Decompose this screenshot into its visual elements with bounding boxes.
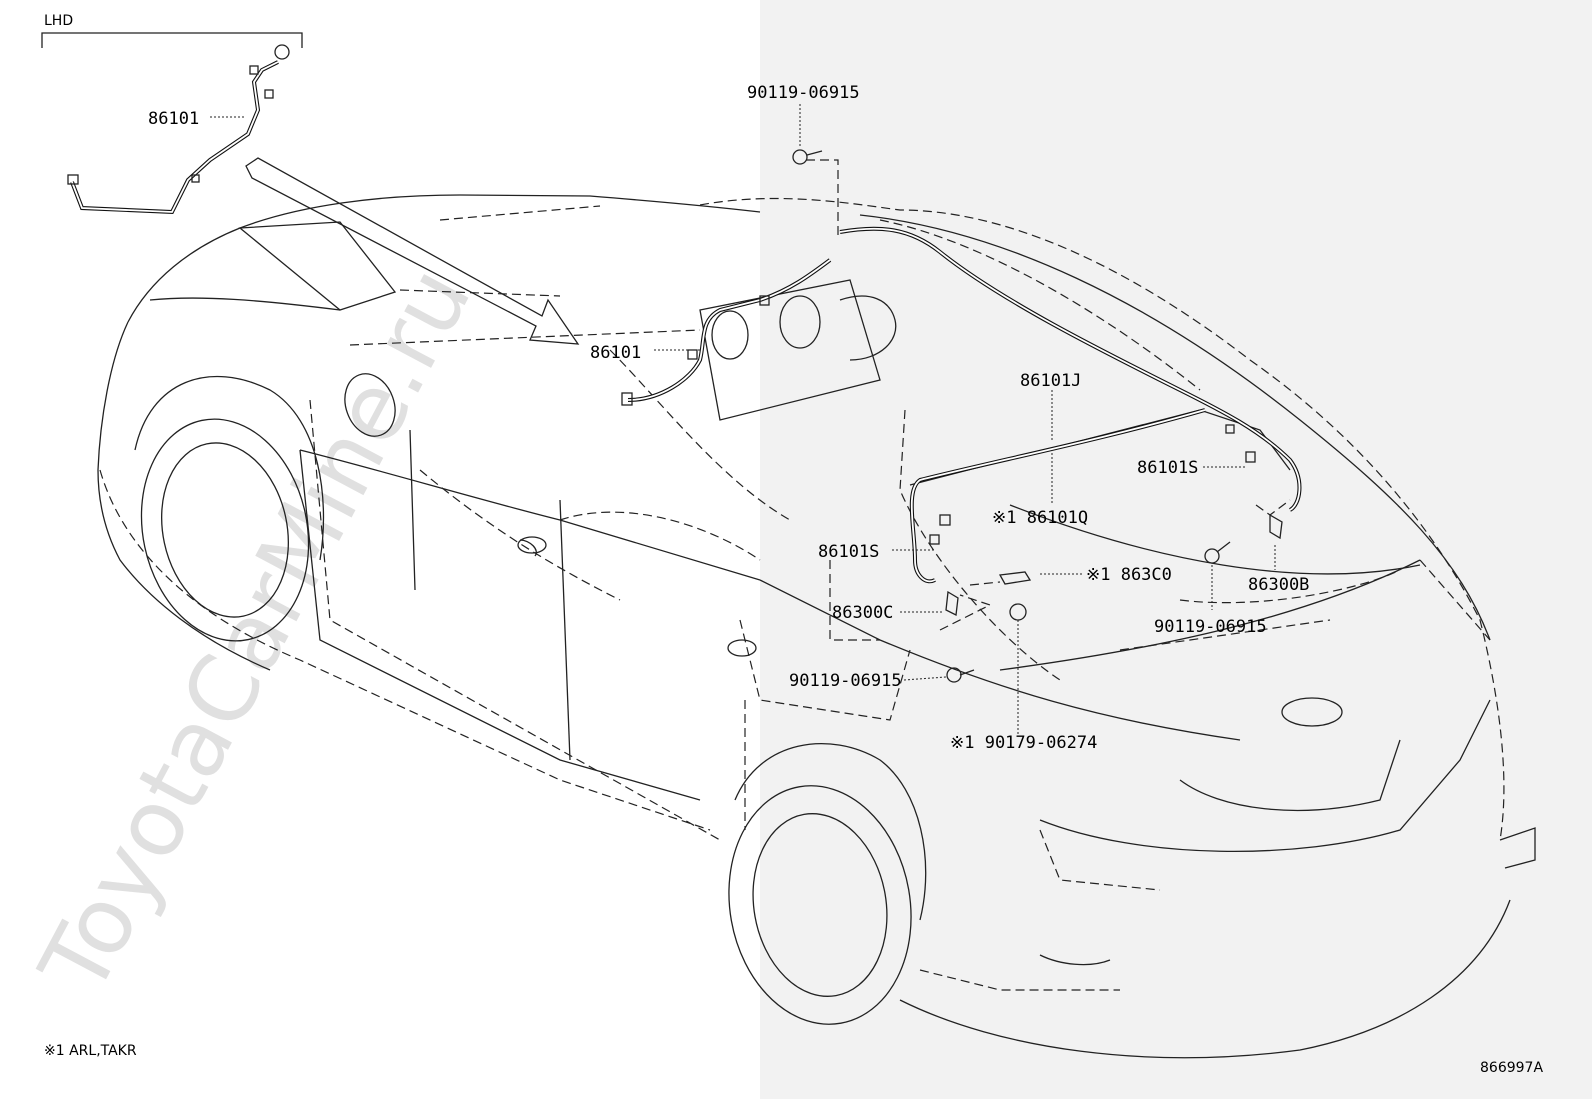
callout-90119-06915-top: 90119-06915 xyxy=(747,83,860,103)
leader-lines xyxy=(210,104,1276,735)
callout-86101-dash: 86101 xyxy=(590,343,641,363)
bolt-90119-lower xyxy=(946,667,975,683)
footnote: ※1 ARL,TAKR xyxy=(44,1043,137,1059)
bolt-90119-right xyxy=(1204,541,1231,564)
callout-90119-06915-right: 90119-06915 xyxy=(1154,617,1267,637)
lhd-label: LHD xyxy=(44,13,73,29)
callout-90179-06274: ※1 90179-06274 xyxy=(950,733,1097,753)
clip-90179 xyxy=(1009,603,1027,621)
inset-harness xyxy=(67,44,290,215)
callout-86101-inset: 86101 xyxy=(148,109,199,129)
main-harness-86101 xyxy=(621,258,832,406)
callout-86101j: 86101J xyxy=(1020,371,1081,391)
pointer-arrow xyxy=(245,157,580,345)
callout-863c0: ※1 863C0 xyxy=(1086,565,1172,585)
bracket-86300b xyxy=(1255,499,1291,540)
lhd-inset-bracket xyxy=(41,32,303,48)
connector-863c0 xyxy=(969,571,1032,586)
callout-86101s-left: 86101S xyxy=(818,542,879,562)
callout-86101q: ※1 86101Q xyxy=(992,508,1088,528)
roof-harness-86101j xyxy=(839,226,1302,584)
callout-86300b: 86300B xyxy=(1248,575,1309,595)
callout-86101s-right: 86101S xyxy=(1137,458,1198,478)
bracket-86300c xyxy=(939,590,992,631)
shaded-background xyxy=(760,0,1592,1099)
callout-90119-06915-lower: 90119-06915 xyxy=(789,671,902,691)
watermark: ToyotaCarMine.ru xyxy=(19,250,491,1011)
car-hidden-lines xyxy=(99,197,1505,991)
figure-id: 866997A xyxy=(1480,1060,1543,1076)
callout-86300c: 86300C xyxy=(832,603,893,623)
bolt-90119-top xyxy=(792,149,839,240)
